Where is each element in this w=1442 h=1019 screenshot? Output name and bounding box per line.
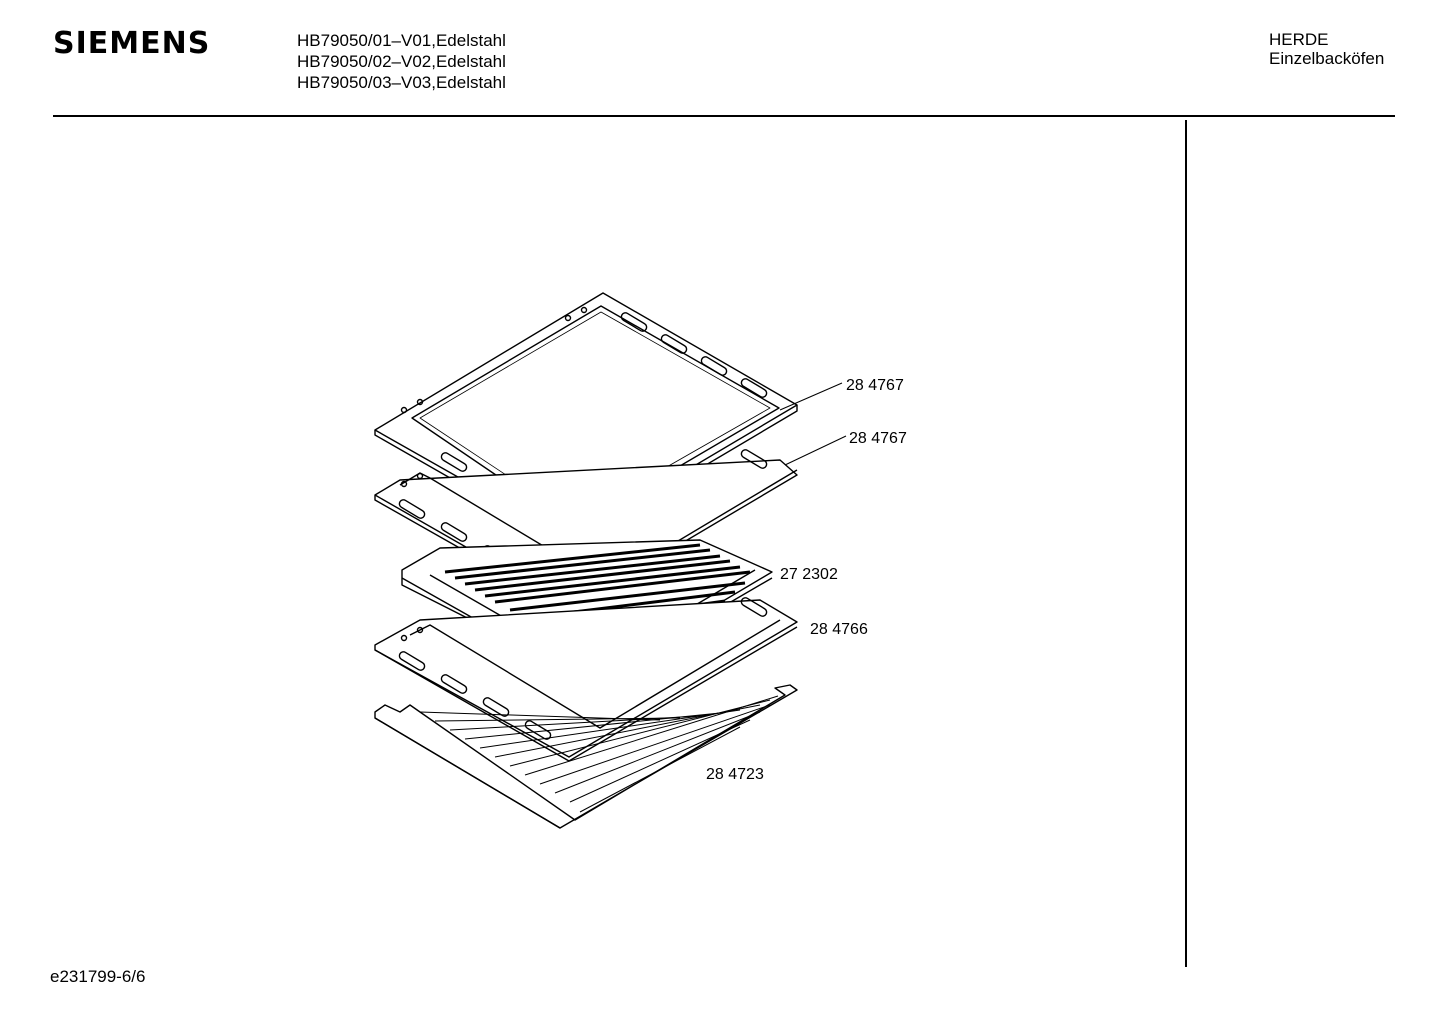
- baking-tray-part: [374, 597, 798, 762]
- category-title: HERDE: [1269, 30, 1329, 49]
- model-line: HB79050/03–V03,Edelstahl: [297, 73, 506, 92]
- document-id: e231799-6/6: [50, 967, 146, 986]
- category-block: HERDE Einzelbacköfen: [1269, 30, 1384, 68]
- part-number-label: 27 2302: [780, 566, 838, 583]
- column-divider: [1185, 120, 1187, 967]
- part-number-label: 28 4723: [706, 766, 764, 783]
- category-subtitle: Einzelbacköfen: [1269, 49, 1385, 68]
- brand-logo: SIEMENS: [53, 26, 211, 61]
- part-number-label: 28 4767: [849, 430, 907, 447]
- wire-rack-part: [374, 684, 798, 829]
- model-line: HB79050/01–V01,Edelstahl: [297, 31, 506, 50]
- part-number-label: 28 4767: [846, 377, 904, 394]
- model-list: HB79050/01–V01,Edelstahl HB79050/02–V02,…: [297, 30, 506, 93]
- header-divider: [53, 115, 1395, 117]
- part-number-label: 28 4766: [810, 621, 868, 638]
- model-line: HB79050/02–V02,Edelstahl: [297, 52, 506, 71]
